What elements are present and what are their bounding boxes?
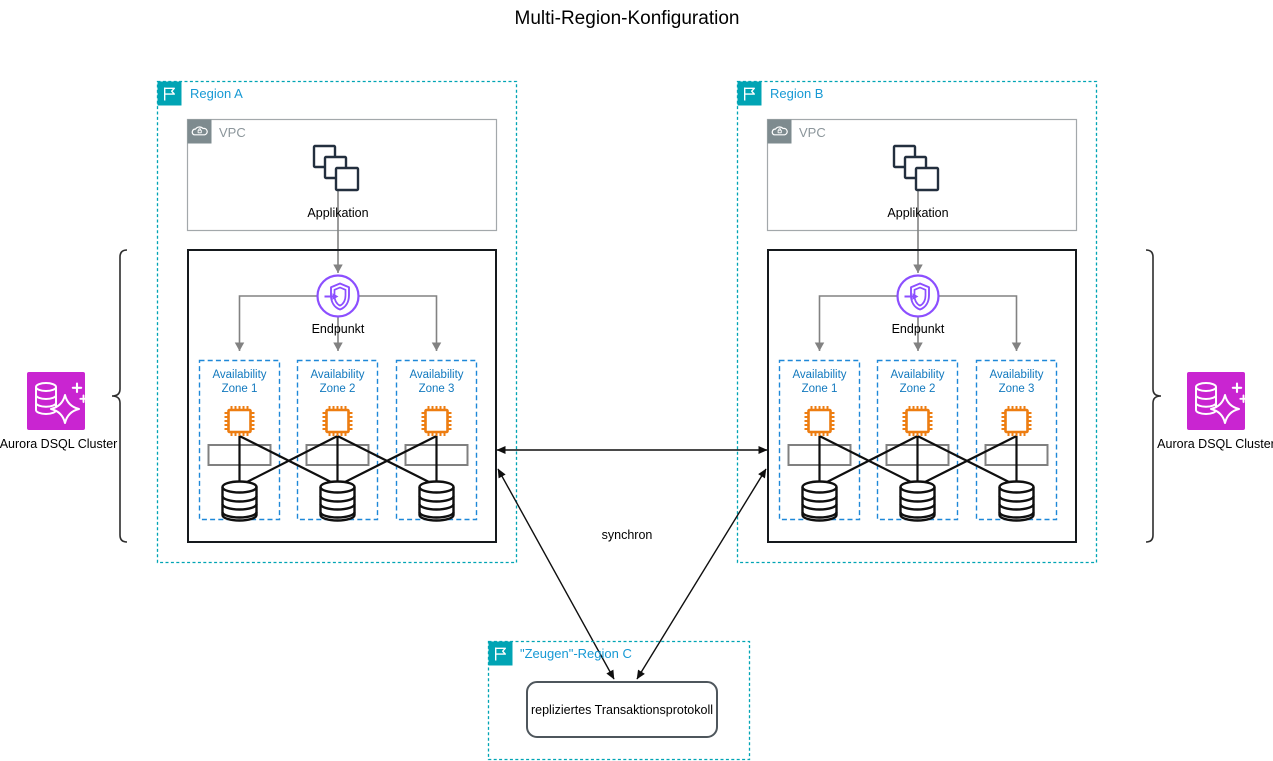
sync-label: synchron xyxy=(602,528,653,542)
cluster-box xyxy=(187,249,497,543)
transaction-log-label: repliziertes Transaktionsprotokoll xyxy=(531,703,713,717)
aurora-dsql-label-right: Aurora DSQL Cluster xyxy=(1157,437,1273,451)
vpc-box xyxy=(766,118,1078,232)
region-a-label: Region A xyxy=(190,86,243,101)
region-a-witness-arrow xyxy=(497,468,615,680)
chip-icon xyxy=(321,404,354,438)
endpoint-label: Endpunkt xyxy=(312,322,365,336)
az2-label-line2: Zone 2 xyxy=(320,383,356,395)
database-icon xyxy=(319,480,356,522)
endpoint-to-az3-arrow xyxy=(939,295,1022,351)
az1-label-line1: Availability xyxy=(792,369,846,381)
endpoint-icon xyxy=(896,274,940,318)
vpc-cloud-icon xyxy=(766,118,793,145)
endpoint-to-az1-arrow xyxy=(234,295,317,351)
region-flag-icon xyxy=(156,80,183,107)
aurora-dsql-label-left: Aurora DSQL Cluster xyxy=(0,437,117,451)
database-icon xyxy=(998,480,1035,522)
az2-label-line2: Zone 2 xyxy=(900,383,936,395)
region-b-group: Region B VPC Applikation Endpunkt Availa… xyxy=(736,80,1098,564)
chip-icon xyxy=(901,404,934,438)
region-a-group: Region A VPC Applikation Endpunkt Availa… xyxy=(156,80,518,564)
az3-label-line2: Zone 3 xyxy=(419,383,455,395)
region-flag-icon xyxy=(736,80,763,107)
application-label: Applikation xyxy=(307,206,368,220)
right-cluster-brace xyxy=(1145,249,1162,543)
chip-storage-links xyxy=(238,435,438,484)
aurora-dsql-icon-right xyxy=(1185,370,1248,432)
cluster-box xyxy=(767,249,1077,543)
endpoint-label: Endpunkt xyxy=(892,322,945,336)
az1-label-line1: Availability xyxy=(212,369,266,381)
chip-icon xyxy=(1000,404,1033,438)
az3-label-line1: Availability xyxy=(989,369,1043,381)
witness-region-border xyxy=(487,640,751,761)
endpoint-to-az1-arrow xyxy=(814,295,897,351)
left-cluster-brace xyxy=(111,249,128,543)
vpc-cloud-icon xyxy=(186,118,213,145)
application-icon xyxy=(312,144,360,192)
region-flag-icon xyxy=(487,640,514,667)
application-label: Applikation xyxy=(887,206,948,220)
region-a-border xyxy=(156,80,518,564)
chip-storage-links xyxy=(818,435,1018,484)
database-icon xyxy=(418,480,455,522)
vpc-label: VPC xyxy=(219,125,246,140)
database-icon xyxy=(801,480,838,522)
vpc-box xyxy=(186,118,498,232)
witness-region-group: "Zeugen"-Region C repliziertes Transakti… xyxy=(487,640,751,761)
region-b-label: Region B xyxy=(770,86,823,101)
endpoint-to-az3-arrow xyxy=(359,295,442,351)
transaction-log-box xyxy=(526,681,718,738)
az2-label-line1: Availability xyxy=(310,369,364,381)
endpoint-icon xyxy=(316,274,360,318)
aurora-dsql-icon-left xyxy=(25,370,88,432)
chip-icon xyxy=(803,404,836,438)
az3-label-line1: Availability xyxy=(409,369,463,381)
region-b-border xyxy=(736,80,1098,564)
witness-region-label: "Zeugen"-Region C xyxy=(520,646,632,661)
az2-label-line1: Availability xyxy=(890,369,944,381)
vpc-label: VPC xyxy=(799,125,826,140)
region-b-witness-arrow xyxy=(636,468,767,680)
az1-label-line2: Zone 1 xyxy=(222,383,258,395)
az1-label-line2: Zone 1 xyxy=(802,383,838,395)
az3-label-line2: Zone 3 xyxy=(999,383,1035,395)
database-icon xyxy=(899,480,936,522)
chip-icon xyxy=(223,404,256,438)
database-icon xyxy=(221,480,258,522)
chip-icon xyxy=(420,404,453,438)
diagram-title: Multi-Region-Konfiguration xyxy=(515,8,740,29)
application-icon xyxy=(892,144,940,192)
